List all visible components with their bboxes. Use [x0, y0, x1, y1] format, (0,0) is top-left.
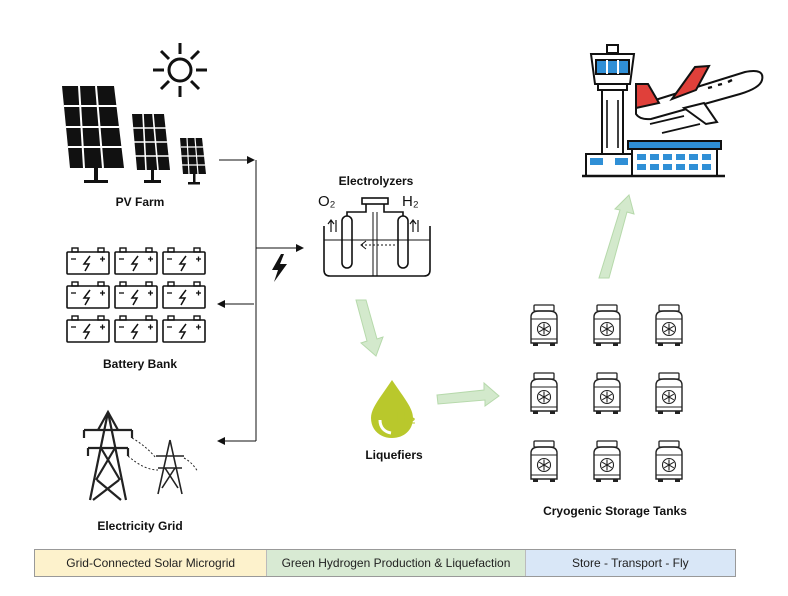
hydrogen-drop-icon [371, 380, 413, 438]
electrolyzer-icon [323, 197, 431, 277]
terminal-icon [582, 140, 725, 178]
airport-tower-icon [589, 44, 636, 155]
flow-arrows [355, 194, 635, 407]
drop-h2-text: H₂ [396, 408, 416, 427]
transmission-tower-icon [82, 409, 199, 501]
hydrogen-symbol: H₂ [402, 193, 419, 210]
airplane-icon [635, 64, 764, 134]
battery-bank-label: Battery Bank [102, 357, 178, 371]
electricity-grid-label: Electricity Grid [97, 519, 183, 533]
legend-hydrogen: Green Hydrogen Production & Liquefaction [267, 550, 526, 576]
oxygen-symbol: O₂ [318, 193, 336, 210]
liquefiers-label: Liquefiers [365, 448, 423, 462]
legend-microgrid: Grid-Connected Solar Microgrid [35, 550, 268, 576]
sun-icon [153, 43, 207, 97]
storage-tanks-label: Cryogenic Storage Tanks [543, 504, 687, 518]
pv-farm-label: PV Farm [115, 195, 165, 209]
electrolyzers-label: Electrolyzers [338, 174, 414, 188]
battery-icon [66, 247, 206, 343]
lightning-icon [272, 254, 287, 282]
cryogenic-tank-icon [530, 304, 683, 483]
stage-legend: Grid-Connected Solar Microgrid Green Hyd… [34, 549, 736, 577]
legend-transport: Store - Transport - Fly [525, 550, 736, 576]
power-bus [217, 156, 304, 445]
solar-panel-icon [62, 85, 206, 185]
